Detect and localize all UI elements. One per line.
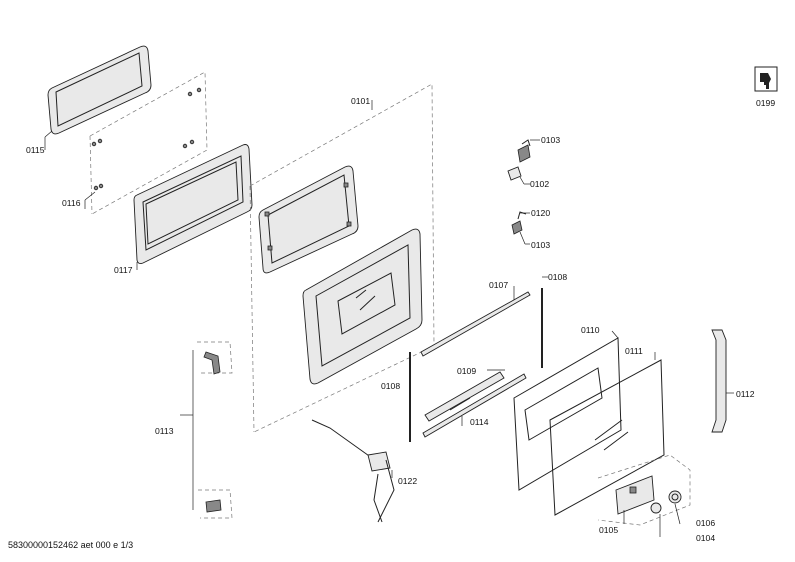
part-0114-rail	[422, 373, 527, 438]
document-footer: 58300000152462 aet 000 e 1/3	[8, 540, 134, 550]
part-0111-glass	[549, 359, 665, 516]
label-0105: 0105	[599, 525, 618, 535]
label-0108b: 0108	[381, 381, 400, 391]
label-0120: 0120	[531, 208, 550, 218]
part-0108-rods	[409, 288, 543, 442]
label-0122: 0122	[398, 476, 417, 486]
part-0115-glass	[47, 45, 152, 135]
label-0104: 0104	[696, 533, 715, 543]
label-0103a: 0103	[541, 135, 560, 145]
part-0120-hinge	[511, 211, 527, 235]
part-0107-profile	[420, 291, 531, 357]
label-0101: 0101	[351, 96, 370, 106]
label-0111: 0111	[625, 346, 643, 356]
part-0102-block	[507, 166, 522, 181]
part-0105-lamp-holder	[615, 475, 655, 515]
part-0110-glass	[513, 337, 622, 491]
label-0106: 0106	[696, 518, 715, 528]
part-0101-door-panel	[258, 165, 359, 274]
label-0199: 0199	[756, 98, 775, 108]
part-0112-handle	[711, 329, 727, 433]
label-0102: 0102	[530, 179, 549, 189]
label-0113: 0113	[155, 426, 174, 436]
label-0112: 0112	[736, 389, 755, 399]
label-0107: 0107	[489, 280, 508, 290]
label-0108a: 0108	[548, 272, 567, 282]
part-0109-rail	[424, 371, 505, 422]
label-0114: 0114	[470, 417, 489, 427]
part-inner-door-frame	[302, 228, 423, 385]
part-0103-bracket	[517, 139, 531, 163]
wrench-icon	[754, 66, 778, 92]
label-0117: 0117	[114, 265, 133, 275]
part-0104-lamp	[650, 502, 662, 514]
label-0109: 0109	[457, 366, 476, 376]
part-0116-clips	[91, 87, 202, 191]
label-0115: 0115	[26, 145, 45, 155]
part-0117-frame	[133, 144, 253, 265]
part-0122-sensor	[311, 419, 395, 523]
part-0113-brackets	[203, 351, 222, 513]
label-0116: 0116	[62, 198, 81, 208]
part-0106-cap	[668, 490, 682, 504]
label-0110: 0110	[581, 325, 600, 335]
label-0103b: 0103	[531, 240, 550, 250]
